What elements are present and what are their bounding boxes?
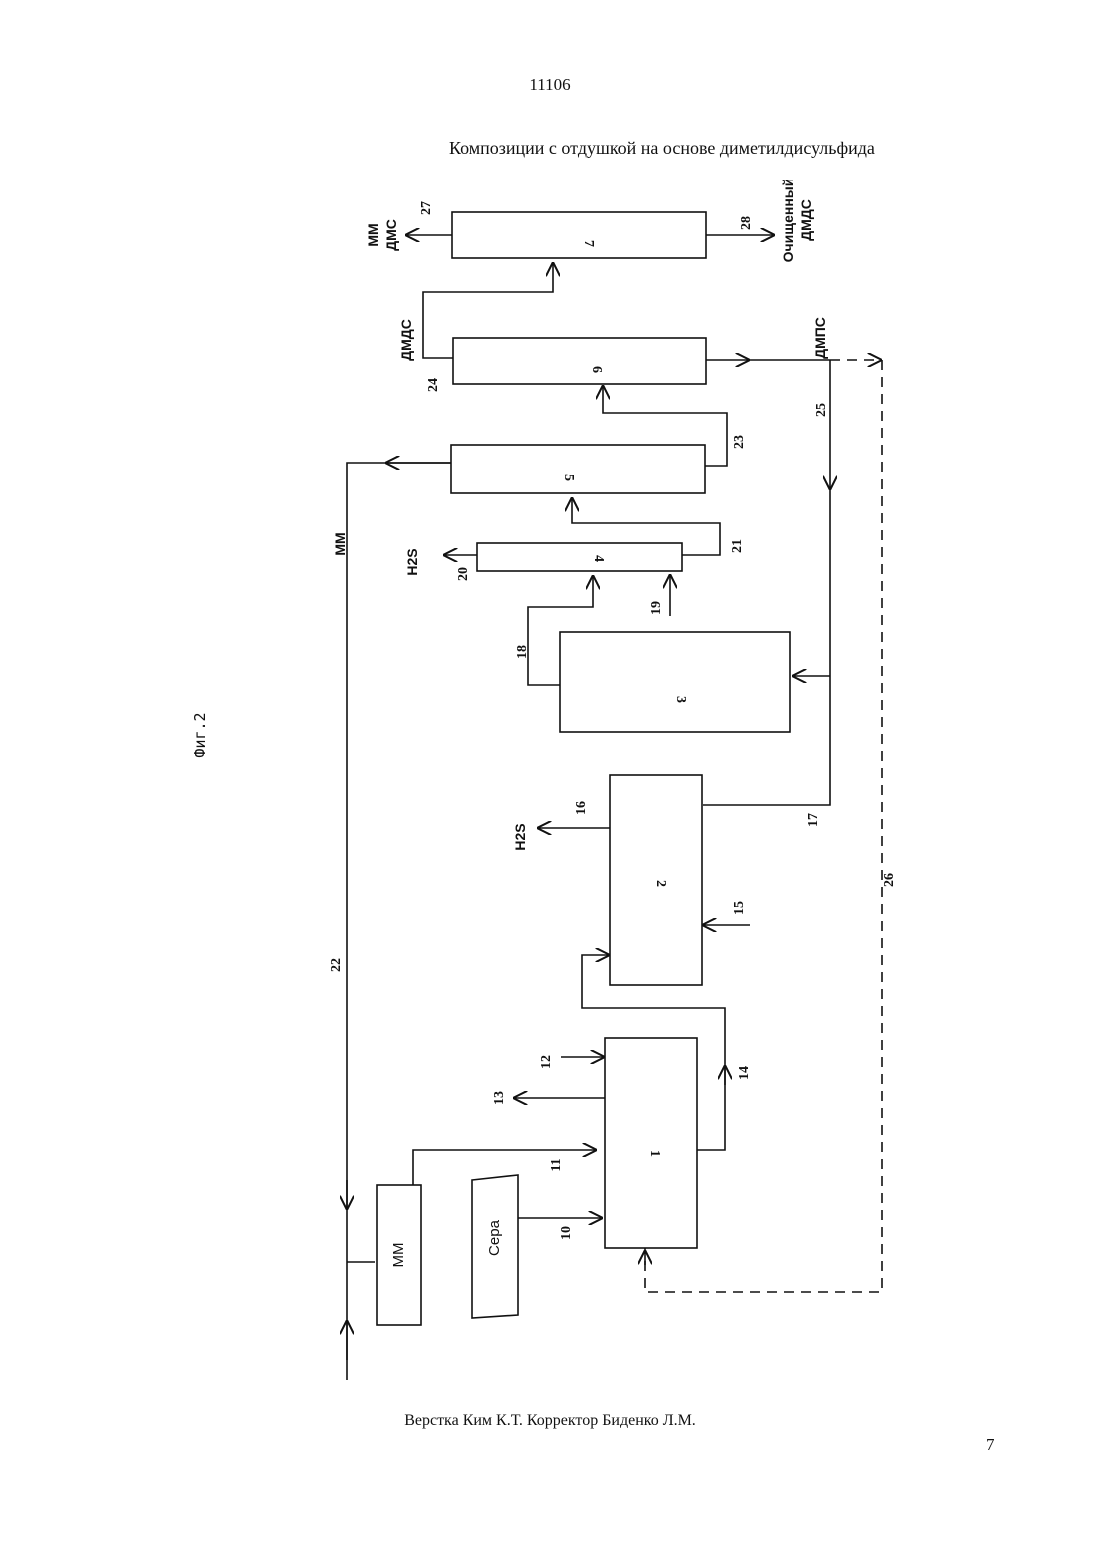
h2s-top-label: H2S: [404, 548, 420, 575]
process-flow-diagram: 7 27 28 ММ ДМС Очищенный ДМДС 6 ДМДС 24 …: [185, 180, 940, 1380]
stream-17-label: 17: [806, 813, 821, 827]
unit-7-label: 7: [581, 240, 596, 247]
mm-recycle-label: ММ: [332, 532, 348, 555]
unit-4-box: [477, 543, 682, 571]
dmps-label: ДМПС: [812, 317, 828, 359]
unit-3-box: [560, 632, 790, 732]
stream-18-label: 18: [515, 645, 530, 659]
stream-12-label: 12: [539, 1055, 554, 1069]
stream-21-label: 21: [730, 539, 745, 553]
unit-2-label: 2: [653, 880, 668, 887]
stream-24-label: 24: [426, 378, 441, 392]
mm-output-label: ММ: [365, 223, 381, 246]
unit-6-label: 6: [589, 366, 604, 373]
stream-16-label: 16: [574, 801, 589, 815]
footer-credits: Верстка Ким К.Т. Корректор Биденко Л.М.: [0, 1412, 1100, 1430]
purified-output-label-2: ДМДС: [798, 199, 814, 241]
h2s-mid-label: H2S: [512, 823, 528, 850]
document-title: Композиции с отдушкой на основе диметилд…: [449, 138, 875, 159]
unit-4-label: 4: [591, 555, 606, 562]
stream-28-label: 28: [739, 216, 754, 230]
stream-14-label: 14: [737, 1066, 752, 1080]
dms-output-label: ДМС: [383, 219, 399, 251]
sulfur-tank-label: Сера: [486, 1219, 503, 1256]
page-number-top: 11106: [0, 75, 1100, 95]
stream-10-label: 10: [559, 1226, 574, 1240]
stream-19-label: 19: [649, 601, 664, 615]
stream-23-label: 23: [732, 435, 747, 449]
purified-output-label-1: Очищенный: [780, 180, 796, 262]
unit-1-label: 1: [647, 1150, 662, 1157]
unit-6-box: [453, 338, 706, 384]
stream-27-label: 27: [419, 201, 434, 215]
stream-20-label: 20: [456, 567, 471, 581]
figure-caption: Фиг.2: [191, 712, 209, 757]
stream-22-label: 22: [329, 958, 344, 972]
unit-5-box: [451, 445, 705, 493]
process-flow-svg: 7 27 28 ММ ДМС Очищенный ДМДС 6 ДМДС 24 …: [185, 180, 940, 1380]
stream-26-label: 26: [882, 873, 897, 887]
stream-13-label: 13: [492, 1091, 507, 1105]
unit-7-box: [452, 212, 706, 258]
dmds-transfer-label: ДМДС: [398, 319, 414, 361]
stream-15-label: 15: [732, 901, 747, 915]
page-number-bottom: 7: [986, 1435, 995, 1455]
unit-1-box: [605, 1038, 697, 1248]
stream-11-label: 11: [549, 1158, 564, 1171]
unit-5-label: 5: [561, 474, 576, 481]
mm-tank-label: ММ: [390, 1243, 407, 1268]
unit-3-label: 3: [673, 696, 688, 703]
stream-25-label: 25: [814, 403, 829, 417]
